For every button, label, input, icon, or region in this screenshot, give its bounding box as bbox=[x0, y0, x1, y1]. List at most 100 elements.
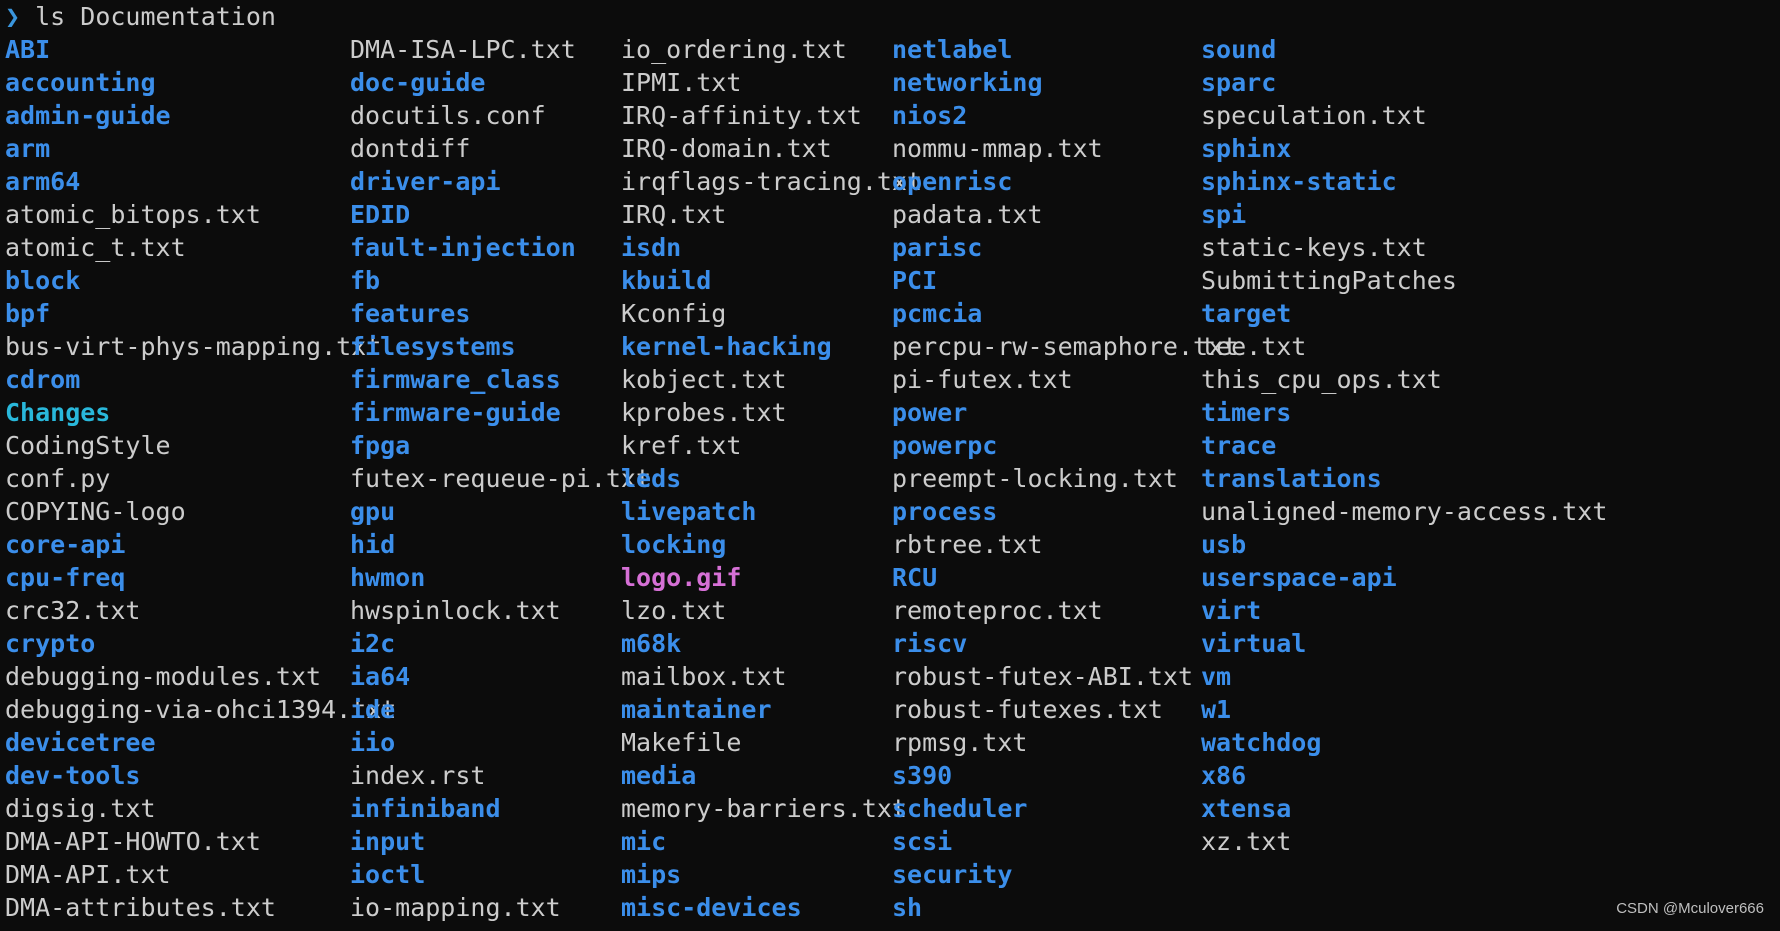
file-entry: io-mapping.txt bbox=[350, 893, 561, 922]
file-entry: DMA-ISA-LPC.txt bbox=[350, 35, 576, 64]
file-entry: IRQ.txt bbox=[621, 200, 727, 229]
directory-entry: process bbox=[892, 497, 998, 526]
file-entry: Makefile bbox=[621, 728, 742, 757]
file-entry: memory-barriers.txt bbox=[621, 794, 907, 823]
file-entry: preempt-locking.txt bbox=[892, 464, 1178, 493]
directory-entry: openrisc bbox=[892, 167, 1013, 196]
directory-entry: devicetree bbox=[5, 728, 156, 757]
file-entry: padata.txt bbox=[892, 200, 1043, 229]
watermark: CSDN @Mculover666 bbox=[1616, 900, 1764, 917]
directory-entry: RCU bbox=[892, 563, 938, 592]
file-entry: rpmsg.txt bbox=[892, 728, 1028, 757]
file-entry: conf.py bbox=[5, 464, 111, 493]
directory-entry: virt bbox=[1201, 596, 1262, 625]
file-entry: atomic_t.txt bbox=[5, 233, 186, 262]
file-entry: percpu-rw-semaphore.txt bbox=[892, 332, 1239, 361]
file-entry: SubmittingPatches bbox=[1201, 266, 1457, 295]
file-entry: DMA-attributes.txt bbox=[5, 893, 276, 922]
directory-entry: pcmcia bbox=[892, 299, 983, 328]
directory-entry: firmware-guide bbox=[350, 398, 561, 427]
file-entry: lzo.txt bbox=[621, 596, 727, 625]
file-entry: unaligned-memory-access.txt bbox=[1201, 497, 1608, 526]
directory-entry: kernel-hacking bbox=[621, 332, 832, 361]
directory-entry: hid bbox=[350, 530, 396, 559]
directory-entry: vm bbox=[1201, 662, 1232, 691]
directory-entry: netlabel bbox=[892, 35, 1013, 64]
file-entry: robust-futex-ABI.txt bbox=[892, 662, 1194, 691]
directory-entry: security bbox=[892, 860, 1013, 889]
file-entry: atomic_bitops.txt bbox=[5, 200, 261, 229]
directory-entry: xtensa bbox=[1201, 794, 1292, 823]
image-file-entry: logo.gif bbox=[621, 563, 742, 592]
file-entry: COPYING-logo bbox=[5, 497, 186, 526]
directory-entry: PCI bbox=[892, 266, 938, 295]
directory-entry: admin-guide bbox=[5, 101, 171, 130]
directory-entry: ioctl bbox=[350, 860, 426, 889]
directory-entry: gpu bbox=[350, 497, 396, 526]
directory-entry: sound bbox=[1201, 35, 1277, 64]
directory-entry: userspace-api bbox=[1201, 563, 1397, 592]
directory-entry: livepatch bbox=[621, 497, 757, 526]
file-entry: dontdiff bbox=[350, 134, 471, 163]
directory-entry: trace bbox=[1201, 431, 1277, 460]
directory-entry: misc-devices bbox=[621, 893, 802, 922]
directory-entry: sphinx bbox=[1201, 134, 1292, 163]
directory-entry: kbuild bbox=[621, 266, 712, 295]
file-entry: kprobes.txt bbox=[621, 398, 787, 427]
file-entry: remoteproc.txt bbox=[892, 596, 1103, 625]
file-entry: irqflags-tracing.txt bbox=[621, 167, 923, 196]
file-entry: IPMI.txt bbox=[621, 68, 742, 97]
directory-entry: virtual bbox=[1201, 629, 1307, 658]
command-text: ls Documentation bbox=[35, 2, 276, 31]
file-entry: nommu-mmap.txt bbox=[892, 134, 1103, 163]
file-entry: docutils.conf bbox=[350, 101, 546, 130]
file-entry: mailbox.txt bbox=[621, 662, 787, 691]
directory-entry: infiniband bbox=[350, 794, 501, 823]
listing-column: netlabel networking nios2 nommu-mmap.txt ope… bbox=[892, 33, 1238, 924]
file-entry: hwspinlock.txt bbox=[350, 596, 561, 625]
directory-entry: fpga bbox=[350, 431, 411, 460]
directory-entry: EDID bbox=[350, 200, 411, 229]
directory-entry: ABI bbox=[5, 35, 51, 64]
file-entry: debugging-modules.txt bbox=[5, 662, 322, 691]
directory-entry: accounting bbox=[5, 68, 156, 97]
directory-entry: iio bbox=[350, 728, 396, 757]
file-entry: xz.txt bbox=[1201, 827, 1292, 856]
file-entry: robust-futexes.txt bbox=[892, 695, 1163, 724]
directory-entry: s390 bbox=[892, 761, 953, 790]
directory-entry: mic bbox=[621, 827, 667, 856]
directory-entry: timers bbox=[1201, 398, 1292, 427]
file-entry: pi-futex.txt bbox=[892, 365, 1073, 394]
directory-entry: usb bbox=[1201, 530, 1247, 559]
prompt-chevron-icon: ❯ bbox=[5, 2, 21, 31]
directory-entry: networking bbox=[892, 68, 1043, 97]
file-entry: kref.txt bbox=[621, 431, 742, 460]
directory-entry: sparc bbox=[1201, 68, 1277, 97]
file-entry: static-keys.txt bbox=[1201, 233, 1427, 262]
directory-entry: nios2 bbox=[892, 101, 968, 130]
directory-entry: Changes bbox=[5, 398, 111, 427]
file-entry: speculation.txt bbox=[1201, 101, 1427, 130]
directory-entry: media bbox=[621, 761, 697, 790]
directory-entry: locking bbox=[621, 530, 727, 559]
file-entry: crc32.txt bbox=[5, 596, 141, 625]
file-entry: DMA-API-HOWTO.txt bbox=[5, 827, 261, 856]
file-entry: DMA-API.txt bbox=[5, 860, 171, 889]
directory-entry: cpu-freq bbox=[5, 563, 126, 592]
directory-entry: watchdog bbox=[1201, 728, 1322, 757]
file-entry: index.rst bbox=[350, 761, 486, 790]
directory-entry: bpf bbox=[5, 299, 51, 328]
directory-entry: translations bbox=[1201, 464, 1382, 493]
directory-entry: fb bbox=[350, 266, 381, 295]
directory-entry: spi bbox=[1201, 200, 1247, 229]
directory-entry: riscv bbox=[892, 629, 968, 658]
directory-entry: firmware_class bbox=[350, 365, 561, 394]
directory-entry: w1 bbox=[1201, 695, 1232, 724]
directory-entry: leds bbox=[621, 464, 682, 493]
directory-entry: x86 bbox=[1201, 761, 1247, 790]
